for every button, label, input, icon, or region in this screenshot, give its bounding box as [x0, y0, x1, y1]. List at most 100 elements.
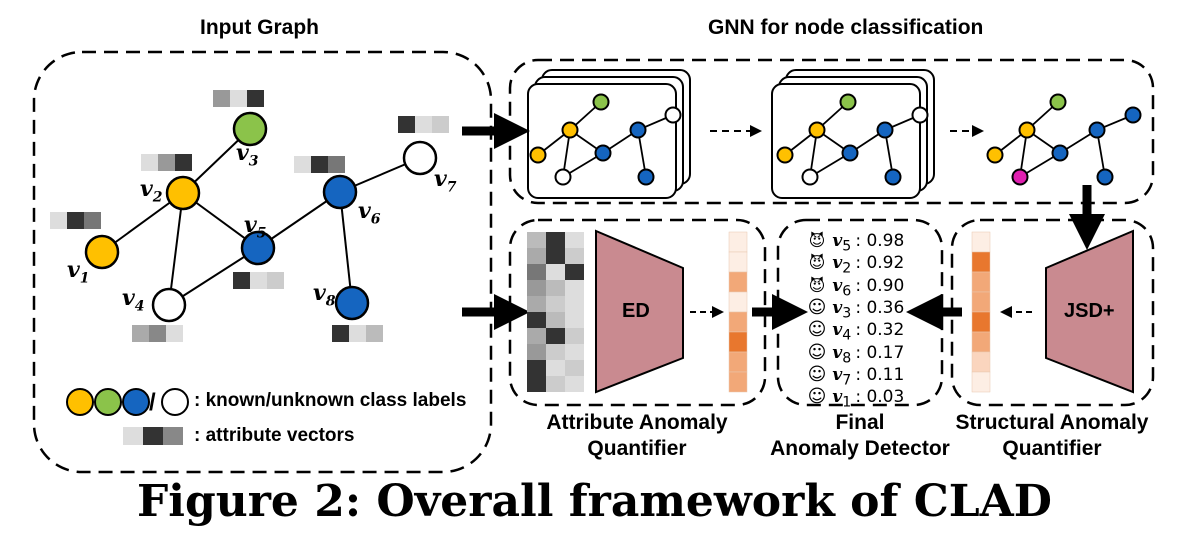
score-value: : 0.92 — [855, 253, 905, 274]
attribute-matrix-cell — [546, 264, 565, 280]
attribute-quantifier-panel — [508, 218, 767, 407]
figure-caption: Figure 2: Overall framework of CLAD — [137, 476, 1052, 527]
attribute-matrix-cell — [546, 376, 565, 392]
attribute-matrix-cell — [565, 328, 584, 344]
attribute-matrix-cell — [565, 360, 584, 376]
gnn-layer-stack-2 — [771, 69, 935, 199]
input-graph-title: Input Graph — [200, 16, 319, 39]
score-node-sub: 2 — [842, 260, 852, 277]
smiley-face-icon: ☺ — [807, 319, 827, 341]
legend-attribute-text: : attribute vectors — [194, 425, 355, 446]
score-node: v — [832, 275, 843, 296]
smiley-face-icon: ☺ — [807, 386, 827, 408]
legend-class-labels — [66, 388, 189, 416]
attr-v3 — [213, 90, 264, 107]
score-cell — [728, 271, 748, 293]
node-v6 — [322, 174, 358, 210]
legend-attribute-vector — [123, 427, 183, 445]
jsd-label: JSD+ — [1064, 300, 1115, 322]
attribute-matrix-cell — [546, 328, 565, 344]
score-node-sub: 4 — [842, 327, 852, 344]
node-v2 — [165, 175, 201, 211]
score-value: : 0.90 — [855, 275, 905, 296]
score-cell — [971, 271, 991, 293]
score-node: v — [832, 364, 843, 385]
attribute-matrix-cell — [527, 360, 546, 376]
gnn-title: GNN for node classification — [708, 16, 984, 39]
node-label-v2: v2 — [140, 176, 163, 206]
score-cell — [728, 311, 748, 333]
gnn-output-graph — [986, 93, 1142, 186]
attribute-matrix-cell — [546, 312, 565, 328]
node-v8 — [334, 285, 370, 321]
final-detector-panel — [776, 218, 944, 407]
score-cell — [971, 231, 991, 253]
score-node-sub: 6 — [842, 282, 852, 299]
attribute-matrix-cell — [527, 280, 546, 296]
score-value: : 0.17 — [855, 342, 905, 363]
node-label-v6: v6 — [358, 198, 381, 228]
attr-v7 — [398, 116, 449, 133]
score-node: v — [832, 253, 843, 274]
score-node-sub: 7 — [842, 372, 852, 389]
legend-class-labels-text: : known/unknown class labels — [194, 390, 467, 411]
attr-v5 — [233, 272, 284, 289]
score-value: : 0.03 — [855, 387, 905, 408]
score-cell — [971, 371, 991, 393]
attribute-matrix-cell — [527, 264, 546, 280]
attribute-score-bar — [728, 231, 748, 393]
smiley-face-icon: ☺ — [807, 296, 827, 318]
score-node: v — [832, 387, 843, 408]
attribute-matrix-cell — [565, 248, 584, 264]
attribute-matrix-cell — [527, 344, 546, 360]
score-node-sub: 1 — [842, 394, 852, 411]
devil-face-icon: 😈 — [808, 253, 826, 273]
score-cell — [728, 331, 748, 353]
score-value: : 0.98 — [855, 231, 905, 251]
score-row: ☺ v3: 0.36 — [807, 296, 905, 321]
attribute-vectors — [50, 90, 449, 342]
attribute-matrix-cell — [565, 232, 584, 248]
node-v3 — [232, 111, 268, 147]
input-graph-nodes — [84, 111, 438, 323]
score-node: v — [832, 297, 843, 318]
score-cell — [728, 351, 748, 373]
score-cell — [728, 291, 748, 313]
attribute-matrix-cell — [546, 296, 565, 312]
attribute-matrix-cell — [546, 280, 565, 296]
structural-quantifier-panel — [950, 218, 1155, 407]
score-cell — [971, 311, 991, 333]
attribute-matrix-cell — [527, 376, 546, 392]
score-row: 😈 v5: 0.98 — [807, 230, 905, 254]
attribute-matrix-cell — [527, 328, 546, 344]
score-row: ☺ v8: 0.17 — [807, 341, 905, 366]
node-label-v7: v7 — [434, 166, 457, 196]
score-cell — [728, 251, 748, 273]
score-row: 😈 v6: 0.90 — [807, 275, 905, 299]
attr-v4 — [132, 325, 183, 342]
score-cell — [971, 351, 991, 373]
score-node: v — [832, 231, 843, 251]
attr-v6 — [294, 156, 345, 173]
ed-module — [595, 229, 684, 394]
attribute-matrix-cell — [546, 344, 565, 360]
node-label-v3: v3 — [236, 140, 259, 170]
smiley-face-icon: ☺ — [807, 341, 827, 363]
attr-v2 — [141, 154, 192, 171]
structural-score-bar — [971, 231, 991, 393]
score-node: v — [832, 320, 843, 341]
jsd-module — [1045, 229, 1134, 394]
attribute-matrix-cell — [565, 376, 584, 392]
attribute-matrix-cell — [527, 232, 546, 248]
score-node-sub: 8 — [842, 349, 852, 366]
input-graph-panel — [32, 50, 493, 474]
smiley-face-icon: ☺ — [807, 363, 827, 385]
devil-face-icon: 😈 — [808, 231, 826, 250]
attribute-matrix-cell — [565, 280, 584, 296]
attr-v8 — [332, 325, 383, 342]
node-label-v4: v4 — [122, 285, 145, 315]
score-value: : 0.11 — [855, 364, 905, 385]
